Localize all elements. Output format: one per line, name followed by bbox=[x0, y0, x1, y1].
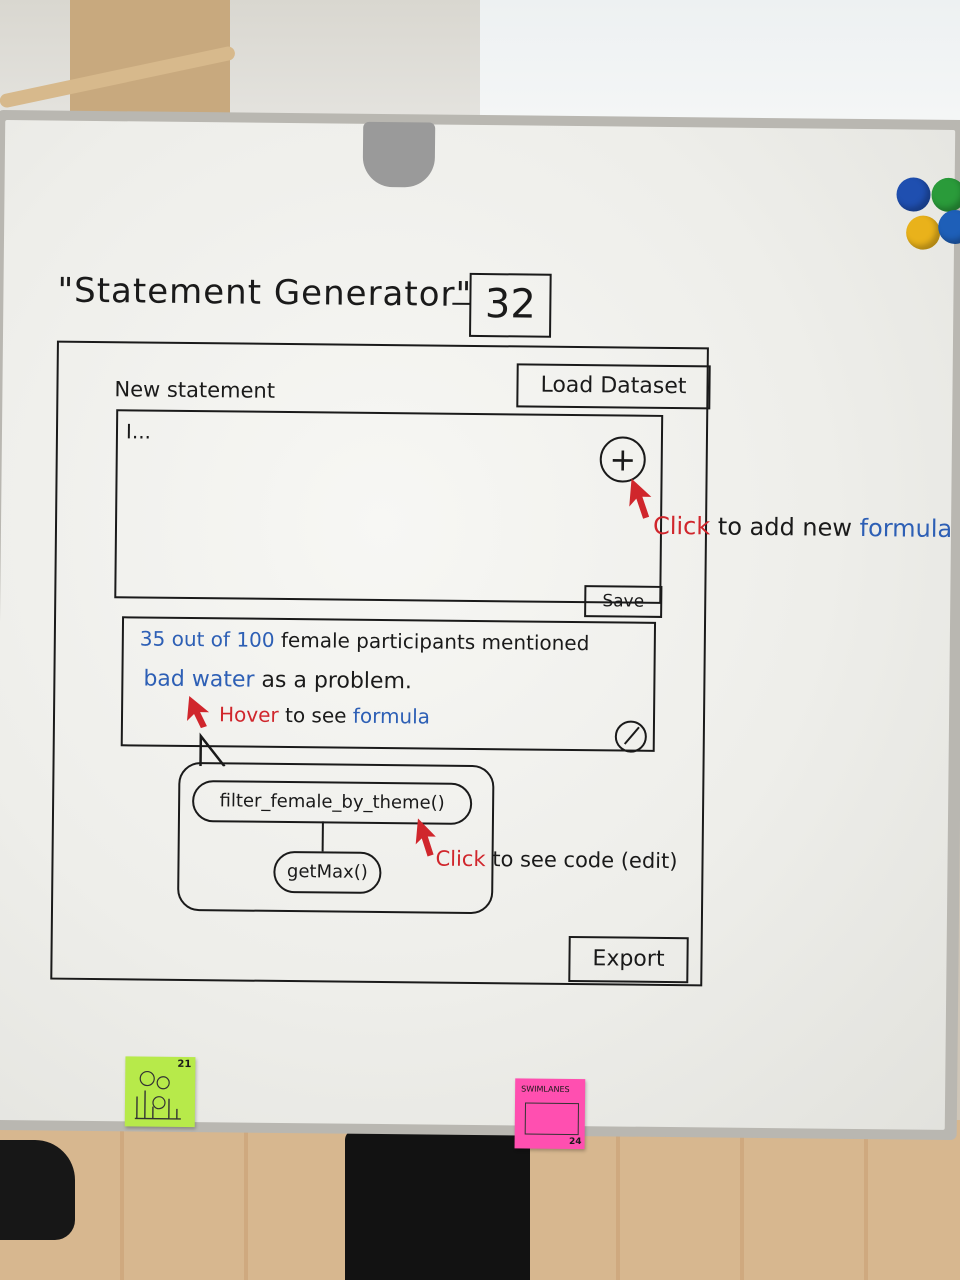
sticky-sketch-icon bbox=[134, 1070, 181, 1120]
sticky-pink-sketch bbox=[524, 1102, 579, 1136]
annotation-hover: Hover to see formula bbox=[219, 702, 430, 728]
board-clip bbox=[362, 121, 436, 188]
annotation-hover-text: to see bbox=[284, 702, 347, 728]
board-number: 32 bbox=[469, 272, 552, 338]
title-dash bbox=[452, 302, 471, 305]
code-cursor-icon bbox=[415, 818, 436, 857]
cursor-arrow-icon bbox=[629, 478, 652, 519]
formula-connector bbox=[321, 821, 324, 852]
load-dataset-button[interactable]: Load Dataset bbox=[516, 363, 711, 410]
annotation-code-click: Click bbox=[435, 846, 486, 872]
annotation-click-word: Click bbox=[652, 511, 711, 541]
formula-node-getmax[interactable]: getMax() bbox=[273, 850, 382, 895]
annotation-code: Click to see code (edit) bbox=[435, 847, 677, 874]
statement-line-1-rest: female participants mentioned bbox=[280, 627, 590, 656]
annotation-add-formula: Click to add new formula bbox=[653, 512, 952, 543]
statement-line-1: 35 out of 100 female participants mentio… bbox=[140, 626, 590, 655]
statement-out-of: out of bbox=[171, 626, 231, 652]
statement-input[interactable]: I... bbox=[114, 409, 664, 604]
annotation-add-text: to add new bbox=[717, 512, 853, 542]
magnet-blue bbox=[896, 177, 931, 212]
statement-line-2-rest: as a problem. bbox=[261, 667, 413, 695]
statement-line-2: bad water as a problem. bbox=[143, 667, 412, 695]
new-statement-label: New statement bbox=[114, 377, 276, 403]
whiteboard: "Statement Generator" 32 Load Dataset Ne… bbox=[0, 109, 960, 1150]
page-title: "Statement Generator" bbox=[57, 270, 473, 315]
magnet-yellow bbox=[905, 215, 941, 250]
hover-cursor-icon bbox=[186, 695, 210, 729]
export-button[interactable]: Export bbox=[568, 935, 689, 984]
magnet-green bbox=[931, 177, 960, 213]
tooltip-tail bbox=[199, 732, 226, 767]
annotation-hover-word: Hover bbox=[218, 702, 279, 727]
annotation-formula-word: formula bbox=[859, 514, 953, 543]
statement-input-placeholder: I... bbox=[125, 419, 152, 444]
statement-bad-water[interactable]: bad water bbox=[143, 666, 255, 693]
save-button[interactable]: Save bbox=[584, 585, 663, 618]
sticky-pink-label: SWIMLANES bbox=[521, 1084, 570, 1094]
statement-num-1: 35 bbox=[139, 626, 166, 651]
person-shoe bbox=[0, 1140, 75, 1240]
sticky-note-pink: SWIMLANES 24 bbox=[514, 1078, 586, 1150]
sticky-pink-number: 24 bbox=[569, 1136, 582, 1148]
person-legs bbox=[345, 1130, 530, 1280]
edit-icon[interactable] bbox=[614, 720, 648, 753]
statement-num-2: 100 bbox=[236, 627, 275, 652]
sticky-note-green: 21 bbox=[124, 1056, 196, 1128]
annotation-hover-formula: formula bbox=[352, 703, 431, 729]
annotation-code-text: to see code (edit) bbox=[492, 847, 678, 874]
